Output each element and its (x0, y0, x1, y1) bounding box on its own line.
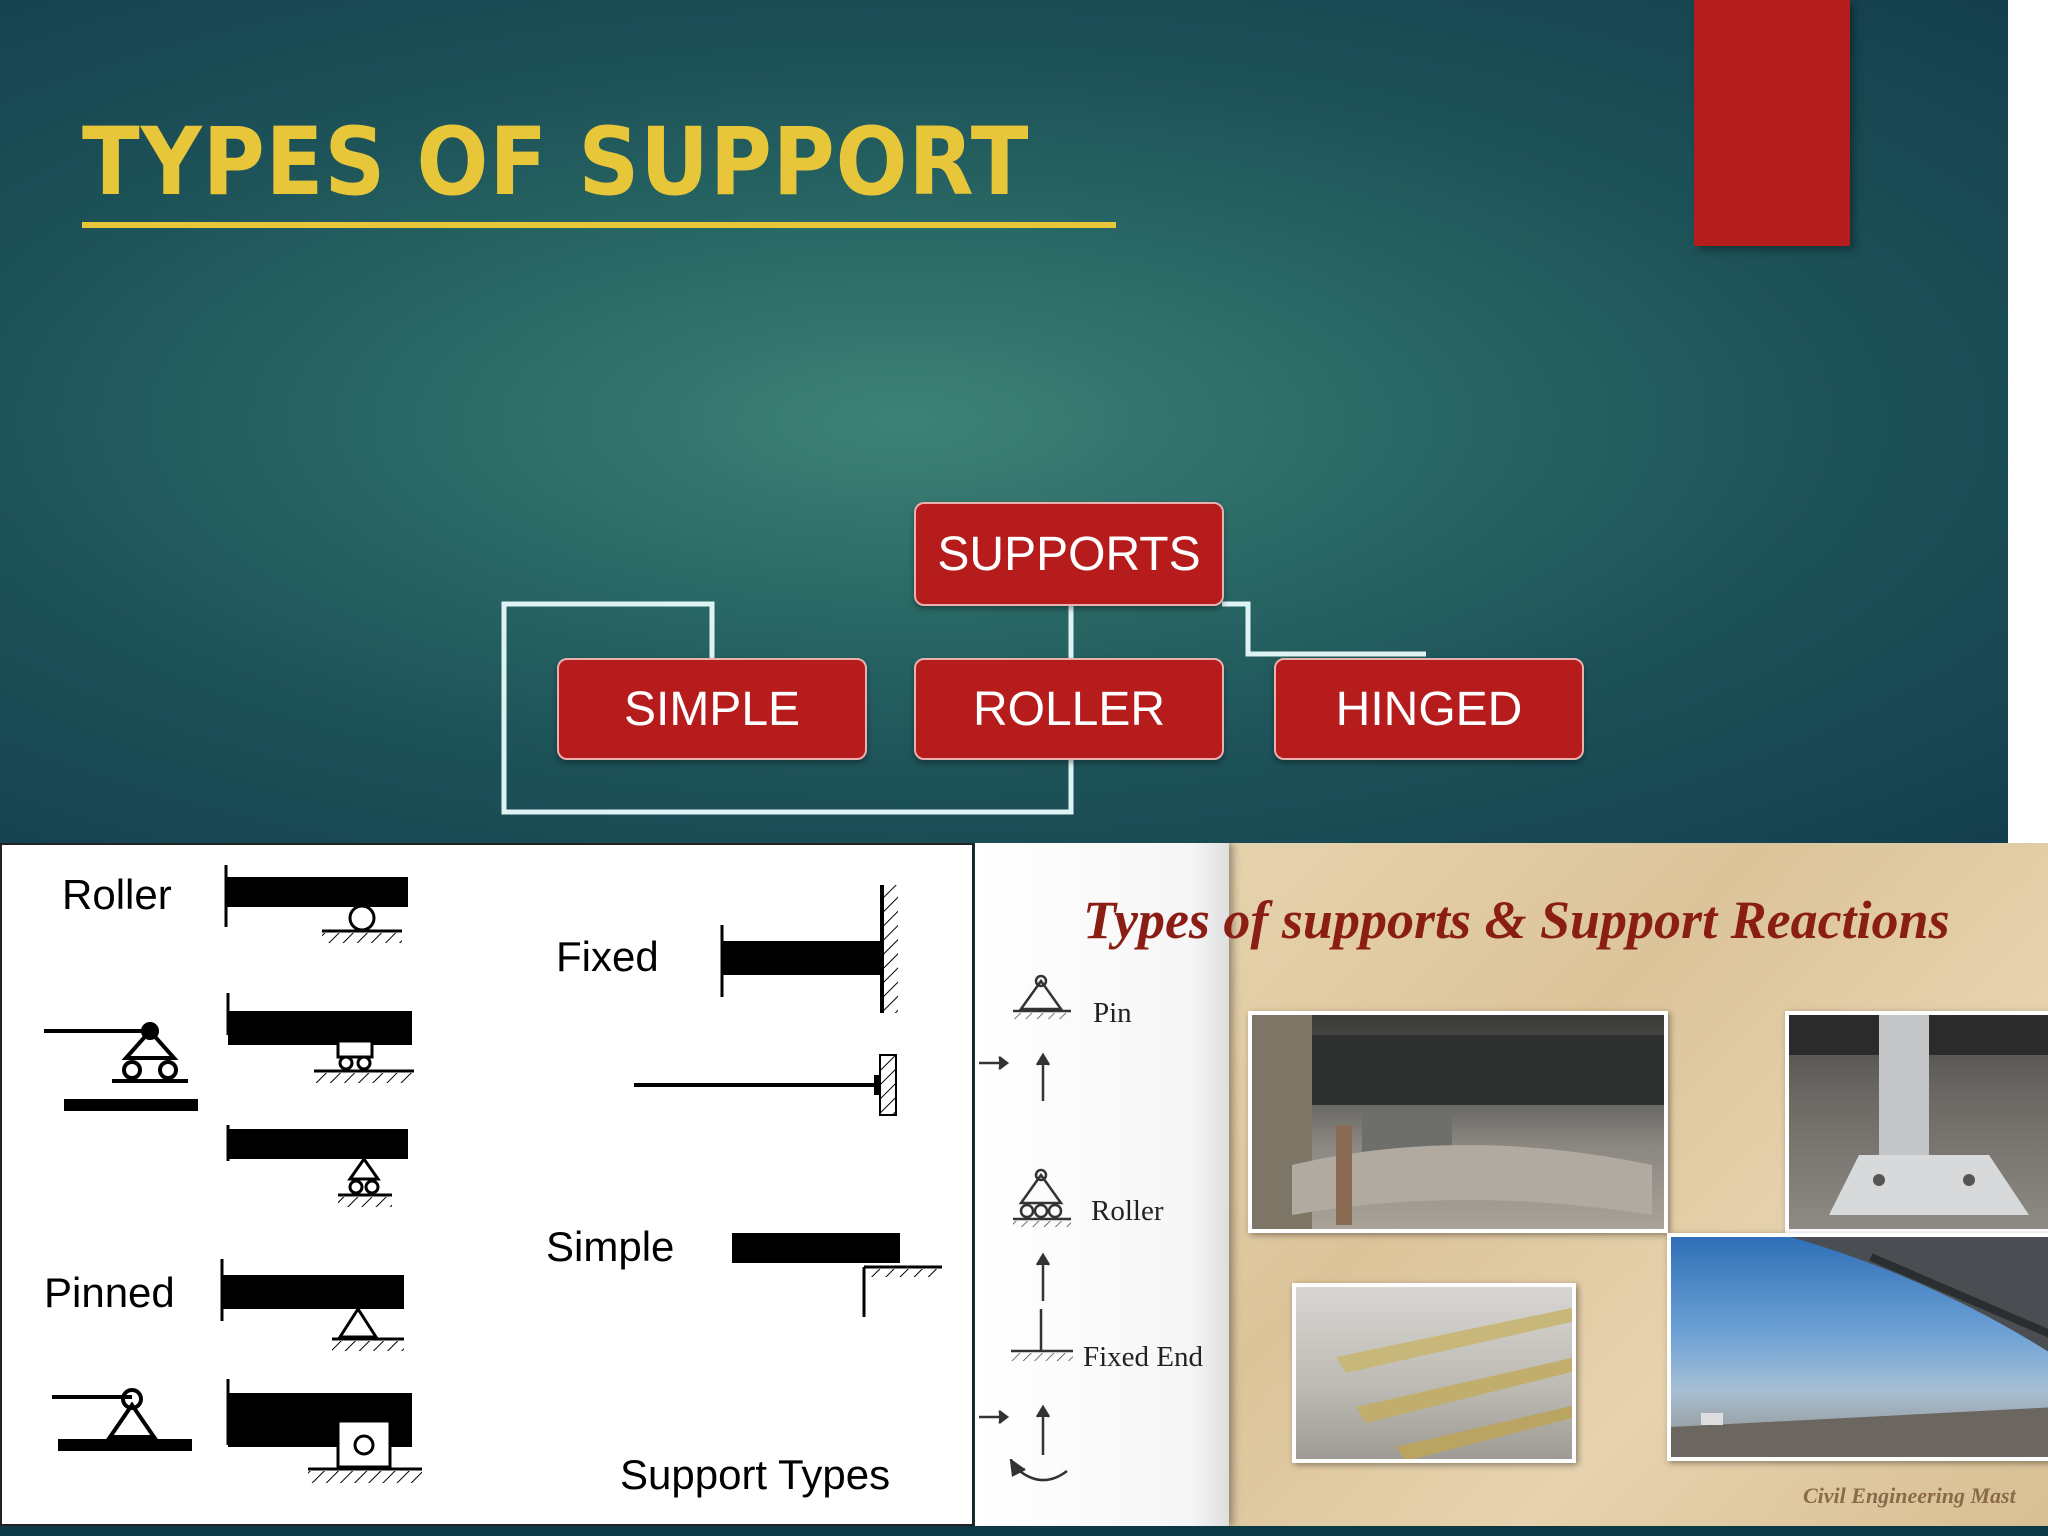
slide-title: TYPES OF SUPPORT (82, 108, 1030, 217)
symbol-label-roller: Roller (1091, 1195, 1164, 1227)
fixed-symbol-1 (720, 885, 898, 1013)
symbol-label-fixed-end: Fixed End (1083, 1341, 1204, 1373)
right-margin (2008, 0, 2048, 843)
node-simple: SIMPLE (557, 658, 867, 760)
roller-reaction-symbol (1013, 1168, 1071, 1301)
connector-simple (501, 601, 1074, 815)
label-simple: Simple (546, 1223, 675, 1270)
label-roller: Roller (62, 871, 172, 918)
label-support-types-caption: Support Types (620, 1451, 891, 1498)
roller-symbol-1 (224, 865, 408, 943)
photo-roller-bearing (1248, 1011, 1668, 1233)
accent-bar (1694, 0, 1850, 246)
photo-bridge-arch (1667, 1233, 2048, 1461)
credit-text: Civil Engineering Mast (1803, 1483, 2016, 1508)
simple-symbol (732, 1233, 942, 1317)
pin-reaction-symbol (979, 974, 1071, 1101)
fixed-end-reaction-symbol (979, 1309, 1073, 1482)
support-types-panel: Roller Pinned Fixed Simple Support Types (0, 843, 974, 1526)
pinned-symbol-1 (220, 1259, 404, 1351)
roller-symbol-2 (226, 993, 414, 1083)
label-fixed: Fixed (556, 933, 659, 980)
slide: TYPES OF SUPPORT SUPPORTS SIMPLE ROLLER … (0, 0, 2008, 843)
roller-link-symbol (44, 1022, 198, 1111)
node-hinged: HINGED (1274, 658, 1584, 760)
connector-hinged (1222, 601, 1426, 657)
symbol-label-pin: Pin (1093, 997, 1132, 1029)
node-supports: SUPPORTS (914, 502, 1224, 606)
roller-symbol-3 (226, 1125, 408, 1207)
support-symbols (44, 865, 942, 1483)
reactions-title: Types of supports & Support Reactions (1083, 890, 1950, 950)
pin-link-symbol (52, 1388, 192, 1451)
label-pinned: Pinned (44, 1269, 175, 1316)
diagram-connectors (501, 601, 1426, 815)
support-reactions-panel: Types of supports & Support Reactions (975, 843, 2048, 1526)
node-roller: ROLLER (914, 658, 1224, 760)
fixed-symbol-2 (634, 1054, 897, 1116)
title-underline (82, 222, 1116, 228)
pinned-symbol-2 (226, 1379, 422, 1483)
reaction-symbols (979, 974, 1073, 1482)
symbol-page (975, 843, 1229, 1526)
photo-steel-beams (1292, 1283, 1576, 1463)
photo-rail-post (1785, 1011, 2048, 1233)
